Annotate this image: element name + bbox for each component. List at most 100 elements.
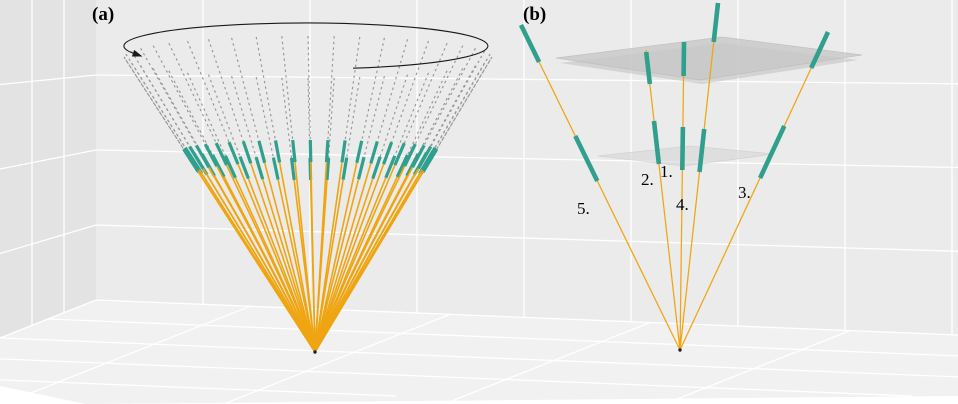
incoming-ray-dashed: [123, 56, 185, 150]
ray-number-label: 4.: [676, 195, 689, 214]
sensor-hit-segment: [183, 146, 201, 171]
incoming-ray-dashed: [361, 37, 385, 141]
sensor-hit-segment: [273, 140, 282, 163]
ray-number-label: 3.: [738, 183, 751, 202]
sensor-hit-segment: [371, 156, 382, 180]
grid-line: [443, 321, 651, 404]
incoming-ray-dashed: [307, 35, 311, 141]
sensor-hit-segment: [241, 140, 253, 164]
incoming-ray-dashed: [168, 42, 217, 144]
ray-path: [520, 24, 681, 351]
reconstructed-ray: [216, 165, 316, 353]
sensor-hit-segment: [325, 157, 331, 181]
grid-line: [223, 313, 451, 404]
reconstructed-ray: [263, 162, 316, 353]
reconstructed-ray: [250, 163, 316, 353]
incoming-ray-dashed: [435, 59, 491, 151]
incoming-ray-dashed: [436, 56, 493, 150]
ray-path: [645, 49, 681, 351]
ray-number-label: 2.: [641, 170, 654, 189]
ray-sensor-segment: [643, 51, 653, 85]
ray-sensor-segment: [711, 2, 721, 43]
reconstructed-ray: [314, 166, 414, 353]
incoming-ray-dashed: [281, 77, 293, 158]
sensor-hit-segment: [238, 156, 250, 180]
sensor-hit-segment: [214, 142, 229, 166]
reconstructed-ray: [202, 168, 316, 353]
reconstructed-ray: [314, 162, 358, 353]
incoming-ray-dashed: [131, 50, 191, 147]
ray-sensor-segment: [518, 23, 542, 64]
incoming-ray-dashed: [125, 59, 185, 151]
incoming-ray-dashed: [307, 77, 311, 159]
rotation-arrow-head: [131, 49, 143, 57]
sensor-hit-segment: [194, 144, 211, 169]
sensor-hit-segment: [308, 139, 313, 163]
rotation-arrow: [123, 22, 489, 69]
incoming-ray-dashed: [394, 72, 430, 157]
incoming-ray-dashed: [255, 36, 277, 141]
sensor-hit-segment: [182, 148, 200, 172]
rays-apex-point: [678, 348, 682, 352]
grid-line: [47, 318, 958, 357]
sensor-hit-segment: [384, 155, 397, 179]
reconstructed-ray: [237, 163, 316, 353]
cone-apex-point: [313, 350, 317, 354]
sensor-hit-segment: [417, 145, 433, 170]
sensor-hit-segment: [369, 140, 379, 164]
reconstructed-ray: [261, 178, 316, 353]
ray-sensor-segment: [651, 120, 662, 165]
incoming-ray-dashed: [376, 39, 409, 142]
sensor-hit-segment: [421, 149, 438, 174]
sensor-hit-segment: [227, 141, 240, 165]
sensor-hit-segment: [403, 143, 417, 167]
incoming-ray-dashed: [423, 48, 476, 146]
ray-path: [679, 41, 685, 351]
incoming-ray-dashed: [430, 50, 486, 147]
reconstructed-ray: [314, 165, 406, 353]
sensor-hit-segment: [340, 140, 347, 163]
reconstructed-ray: [314, 169, 423, 353]
incoming-ray-dashed: [207, 74, 241, 157]
cone-dashed-rays: [123, 35, 493, 159]
ray-sensor-segment: [758, 125, 787, 179]
detector-plane-top: [555, 36, 863, 81]
reconstructed-ray: [314, 162, 343, 353]
panel-b-label: (b): [523, 4, 547, 25]
incoming-ray-dashed: [168, 70, 214, 156]
incoming-ray-dashed: [344, 36, 361, 141]
grid-line: [0, 224, 97, 255]
reconstructed-ray: [314, 163, 385, 353]
reconstructed-ray: [225, 164, 316, 353]
incoming-ray-dashed: [207, 39, 244, 142]
grid-line: [0, 358, 913, 397]
incoming-ray-dashed: [140, 48, 197, 146]
reconstructed-ray: [314, 178, 374, 353]
ray-path: [679, 31, 829, 351]
incoming-ray-dashed: [125, 53, 186, 149]
incoming-ray-dashed: [255, 76, 274, 158]
grid-line: [95, 299, 958, 336]
sensor-hit-segment: [411, 144, 426, 169]
grid-line: [0, 379, 397, 397]
cone-ray-fan: [197, 161, 425, 353]
sensor-hit-segment: [291, 139, 297, 163]
side-wall: [0, 0, 96, 338]
panel-b-rays: [518, 2, 863, 352]
reconstructed-ray: [278, 162, 316, 353]
grid-line: [95, 74, 958, 85]
ray-sensor-segment: [809, 31, 831, 69]
floor: [0, 300, 958, 404]
sensor-hit-segment: [420, 146, 437, 171]
sensor-hit-segment: [356, 156, 366, 180]
sensor-hit-segment: [203, 143, 219, 167]
incoming-ray-dashed: [403, 42, 448, 144]
incoming-ray-dashed: [152, 45, 206, 145]
incoming-ray-dashed: [231, 37, 260, 141]
ray-sensor-segment: [680, 126, 686, 171]
incoming-ray-dashed: [186, 40, 230, 143]
reconstructed-ray: [314, 164, 396, 353]
